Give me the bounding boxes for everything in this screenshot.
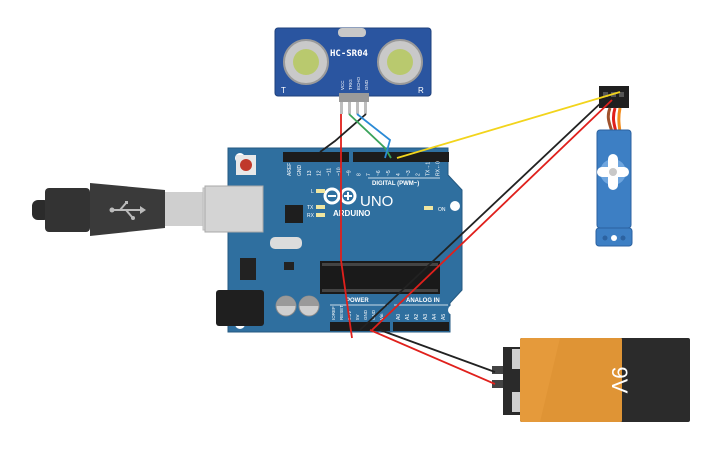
power-pin-label: GND bbox=[363, 309, 368, 320]
right-mark: R bbox=[418, 86, 424, 95]
top-pin-label: RX←0 bbox=[436, 161, 442, 176]
wire-sensor-echo bbox=[356, 113, 392, 159]
digital-label: DIGITAL (PWM~) bbox=[372, 181, 419, 187]
top-pin-label: 12 bbox=[317, 170, 323, 176]
reset-button-cap[interactable] bbox=[240, 159, 252, 171]
top-pin-label: 2 bbox=[416, 173, 422, 176]
top-pin-label: AREF bbox=[287, 163, 293, 176]
wire-sensor-trig bbox=[348, 113, 392, 159]
analog-pin-label: A1 bbox=[405, 314, 411, 320]
top-pin-label: ~9 bbox=[346, 170, 352, 176]
led-label: RX bbox=[307, 213, 315, 219]
microcontroller-chip bbox=[320, 261, 440, 294]
model-label: UNO bbox=[360, 193, 393, 210]
top-pin-label: 8 bbox=[356, 173, 362, 176]
header-left bbox=[283, 152, 349, 162]
sensor-pin-label: GND bbox=[364, 79, 369, 90]
wire-servo-ground bbox=[359, 99, 605, 331]
power-pin-label: Vin bbox=[379, 313, 384, 320]
wire-servo-signal bbox=[396, 91, 621, 159]
wire-servo-power bbox=[371, 99, 613, 331]
servo-motor bbox=[595, 86, 633, 247]
battery-9v: 9V bbox=[492, 338, 690, 422]
top-pin-label: ~10 bbox=[337, 167, 343, 176]
power-jack bbox=[216, 290, 264, 326]
servo-horn bbox=[597, 154, 629, 190]
analog-pin-label: A5 bbox=[441, 314, 447, 320]
usb-icon bbox=[109, 201, 146, 220]
analog-pin-label: A0 bbox=[396, 314, 402, 320]
top-pin-label: 7 bbox=[366, 173, 372, 176]
top-pin-label: ~6 bbox=[376, 170, 382, 176]
led-label: L bbox=[311, 189, 314, 195]
top-pin-label: ~11 bbox=[327, 168, 333, 176]
analog-pin-label: A4 bbox=[432, 314, 438, 320]
arduino-board: AREF GND 13 12 ~11 ~10~9 8 7 ~6 ~5 4 ~3 2 TX→1 RX←0 DI… bbox=[204, 147, 463, 333]
wire-sensor-gnd bbox=[319, 113, 367, 153]
analog-header bbox=[393, 322, 449, 331]
usb-chip bbox=[285, 205, 303, 223]
wires bbox=[319, 91, 621, 385]
top-pin-label: ~5 bbox=[386, 170, 392, 176]
top-pin-labels: AREF GND 13 12 ~11 ~10~9 8 7 ~6 ~5 4 ~3 2 TX→1 RX←0 bbox=[287, 161, 442, 176]
analog-label: ANALOG IN bbox=[406, 298, 440, 304]
top-pin-label: 13 bbox=[307, 170, 313, 176]
wire-sensor-vcc bbox=[340, 114, 353, 339]
sensor-pin-label: VCC bbox=[340, 80, 345, 90]
brand-label: ARDUINO bbox=[333, 209, 370, 218]
power-pin-label: 5V bbox=[355, 314, 360, 320]
analog-pin-label: A2 bbox=[414, 314, 420, 320]
power-pin-label: RESET bbox=[339, 305, 344, 320]
power-label: POWER bbox=[346, 298, 369, 304]
power-header bbox=[330, 322, 390, 331]
sensor-label: HC-SR04 bbox=[330, 49, 369, 59]
usb-port bbox=[204, 185, 264, 233]
wire-battery-positive bbox=[369, 329, 496, 385]
sensor-pin-label: ECHO bbox=[356, 76, 361, 90]
top-pin-label: TX→1 bbox=[426, 162, 432, 176]
power-pin-label: GND bbox=[371, 309, 376, 320]
top-pin-label: ~3 bbox=[406, 170, 412, 176]
battery-label: 9V bbox=[607, 367, 632, 394]
wire-battery-negative bbox=[379, 329, 496, 373]
crystal bbox=[270, 237, 302, 249]
sensor-pin-label: TRIG bbox=[348, 79, 353, 90]
top-pin-label: GND bbox=[297, 165, 303, 177]
led-label: TX bbox=[307, 205, 314, 211]
on-label: ON bbox=[438, 207, 446, 213]
power-pin-label: IOREF bbox=[331, 306, 336, 320]
analog-pin-label: A3 bbox=[423, 314, 429, 320]
left-mark: T bbox=[281, 86, 286, 95]
top-pin-label: 4 bbox=[396, 173, 402, 176]
